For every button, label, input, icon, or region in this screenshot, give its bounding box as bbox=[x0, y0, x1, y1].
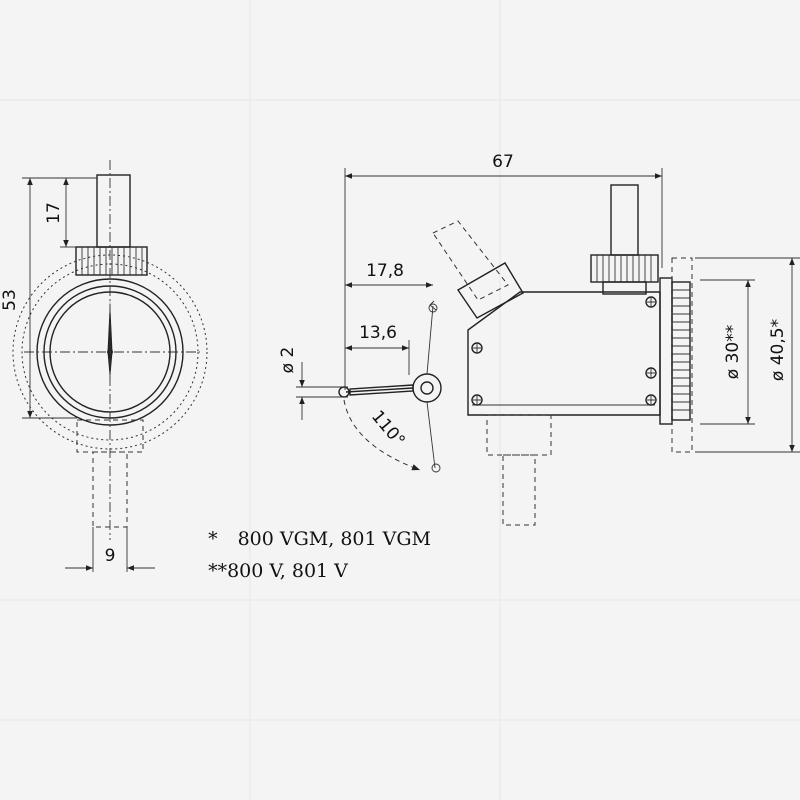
note-single-star: * 800 VGM, 801 VGM bbox=[196, 506, 431, 550]
side-top-stem bbox=[610, 184, 639, 256]
side-knurl-lines bbox=[596, 255, 652, 282]
side-lower-body bbox=[486, 414, 552, 456]
contact-lever bbox=[345, 387, 414, 393]
body-screws bbox=[471, 296, 657, 406]
dim-contact-length-a: 17,8 bbox=[366, 261, 404, 281]
front-view bbox=[12, 160, 208, 540]
note-double-star: **800 V, 801 V bbox=[196, 538, 348, 582]
dim-dial-diameter-outer: ø 40,5* bbox=[768, 319, 788, 381]
mid-bezel-dotted bbox=[21, 263, 199, 441]
top-stem bbox=[96, 174, 131, 248]
dim-swivel-angle: 110° bbox=[367, 407, 409, 451]
lever-alt-up bbox=[426, 305, 434, 375]
bezel-knurl bbox=[672, 289, 690, 411]
lever-pivot bbox=[412, 373, 442, 403]
side-view bbox=[338, 184, 693, 526]
outer-bezel-dashed bbox=[671, 257, 693, 453]
dim-total-height: 53 bbox=[0, 289, 20, 311]
dial-rim bbox=[659, 277, 673, 425]
dim-ball-diameter: ø 2 bbox=[278, 347, 298, 374]
swing-arc bbox=[343, 399, 421, 471]
main-body bbox=[467, 291, 661, 416]
dim-contact-length-b: 13,6 bbox=[359, 323, 397, 343]
bottom-stem bbox=[92, 451, 128, 528]
dim-stem-height: 17 bbox=[44, 202, 64, 224]
angled-stem-collar bbox=[456, 262, 524, 319]
dim-dial-diameter-inner: ø 30** bbox=[723, 325, 743, 379]
side-clamp-knurl bbox=[590, 254, 659, 283]
lower-body bbox=[76, 419, 144, 453]
note-mark: * bbox=[208, 528, 218, 550]
dim-stem-width: 9 bbox=[105, 546, 116, 566]
front-view-dimensions bbox=[22, 177, 155, 572]
lever-alt-down bbox=[426, 401, 436, 469]
dim-overall-length: 67 bbox=[492, 152, 514, 172]
side-view-dimensions bbox=[296, 168, 800, 453]
note-text: 800 V, 801 V bbox=[227, 560, 348, 582]
note-text: 800 VGM, 801 VGM bbox=[237, 528, 431, 550]
knurl-lines bbox=[81, 247, 143, 275]
note-mark: ** bbox=[208, 560, 228, 582]
dial-bezel-side bbox=[671, 281, 691, 421]
angled-stem bbox=[432, 220, 509, 301]
side-bottom-stem bbox=[502, 454, 536, 526]
